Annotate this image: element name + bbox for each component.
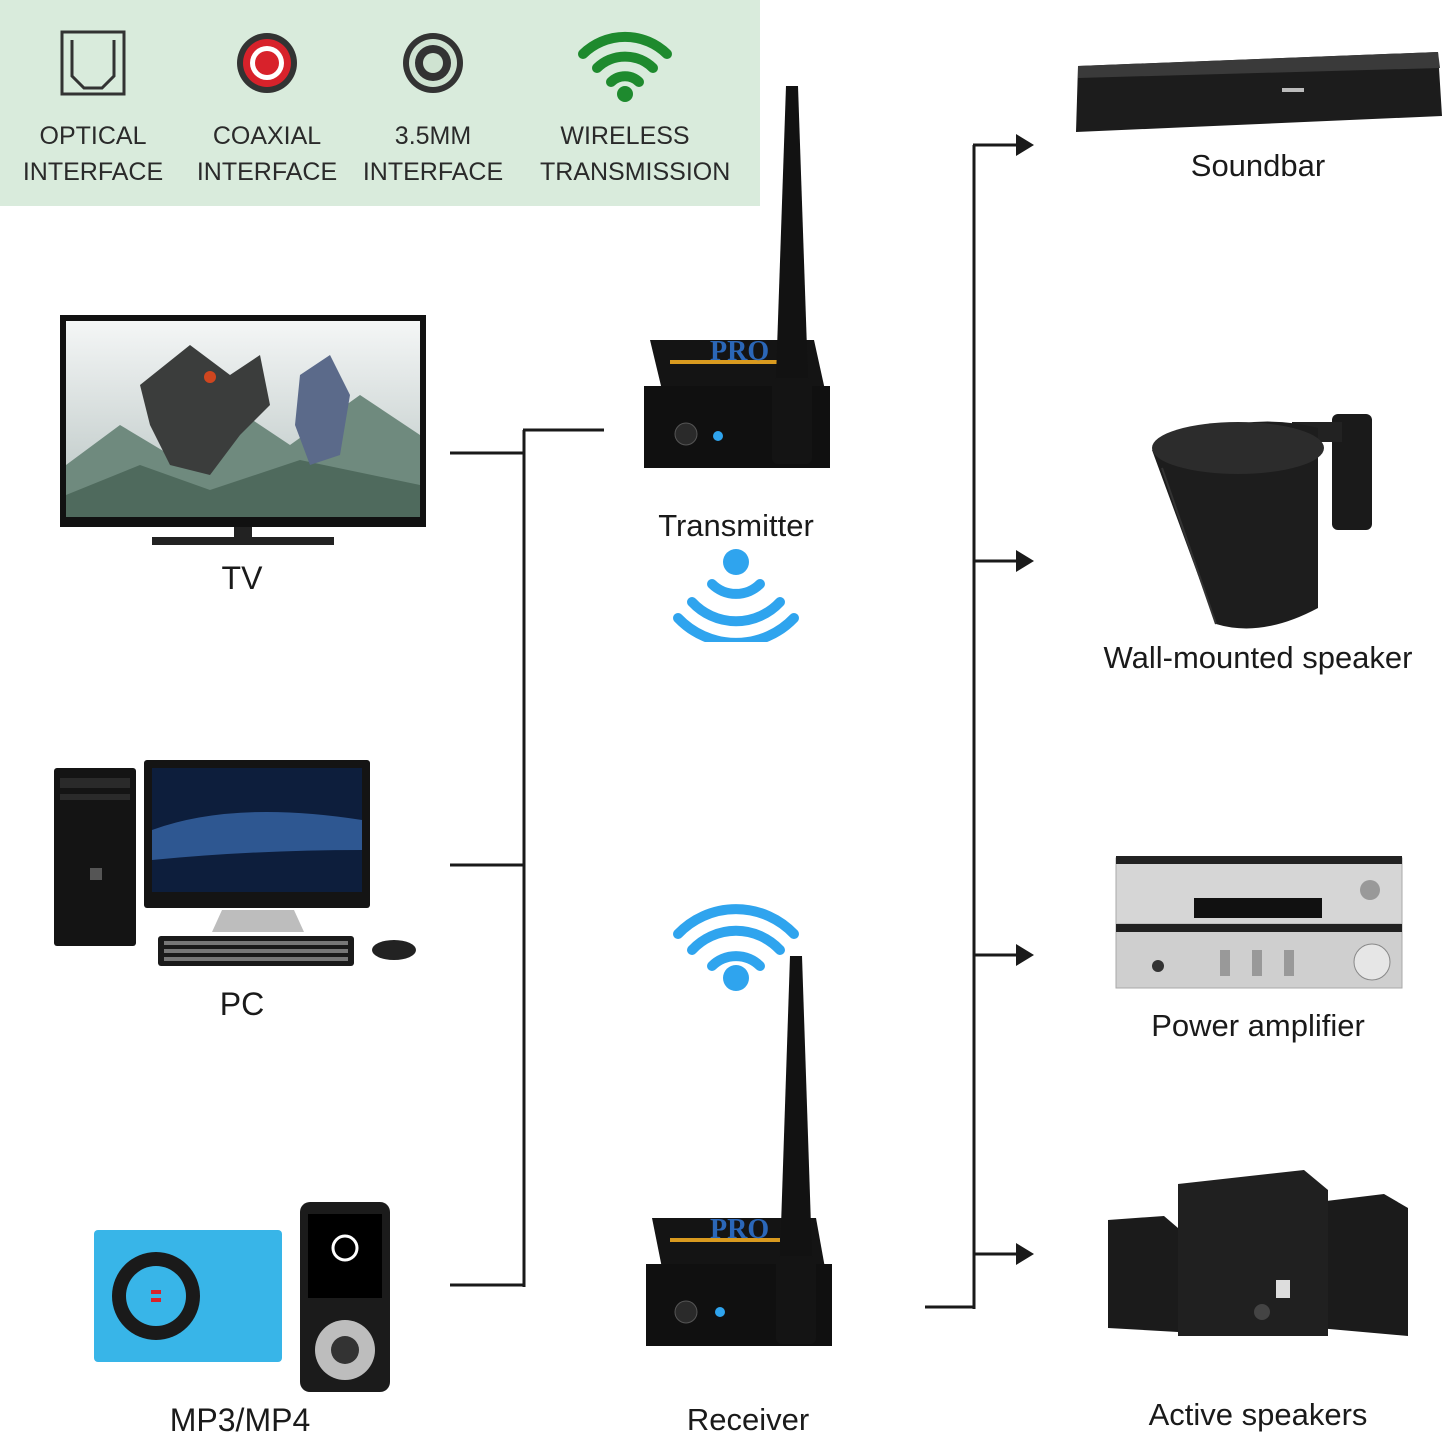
active-speakers-image <box>1108 1170 1408 1336</box>
arrow-active-speakers <box>1016 1243 1034 1265</box>
mp3-player-image <box>94 1202 390 1392</box>
pc-label: PC <box>219 986 265 1022</box>
wifi-icon <box>578 31 672 102</box>
feature-coaxial-line1: COAXIAL <box>212 122 322 150</box>
feature-panel: OPTICAL INTERFACE COAXIAL INTERFACE 3.5MM I… <box>0 0 760 206</box>
signal-out-icon <box>673 549 799 642</box>
receiver-image: PRO <box>646 956 832 1346</box>
tv-label: TV <box>221 560 263 596</box>
coaxial-port-icon <box>237 33 297 93</box>
active-speakers-label: Active speakers <box>1148 1397 1368 1432</box>
feature-optical-line1: OPTICAL <box>39 122 147 150</box>
feature-wireless-line2: TRANSMISSION <box>540 158 731 186</box>
transmitter-label: Transmitter <box>658 508 814 543</box>
receiver-brand: PRO <box>710 1214 769 1245</box>
feature-wireless-line1: WIRELESS <box>560 122 690 150</box>
pc-image <box>54 760 416 966</box>
amplifier-label: Power amplifier <box>1151 1008 1365 1043</box>
transmitter-brand: PRO <box>710 336 769 367</box>
feature-coaxial-line2: INTERFACE <box>196 158 338 186</box>
wall-speaker-image <box>1152 414 1372 629</box>
mp3-label: MP3/MP4 <box>169 1402 311 1438</box>
tv-image <box>60 315 426 545</box>
soundbar-image <box>1076 52 1442 132</box>
optical-port-icon <box>60 30 126 96</box>
amplifier-image <box>1115 856 1403 989</box>
arrow-soundbar <box>1016 134 1034 156</box>
arrow-amplifier <box>1016 944 1034 966</box>
soundbar-label: Soundbar <box>1190 148 1326 183</box>
feature-jack-line2: INTERFACE <box>362 158 504 186</box>
feature-coaxial: COAXIAL INTERFACE <box>182 24 352 199</box>
receiver-label: Receiver <box>686 1402 810 1437</box>
feature-optical: OPTICAL INTERFACE <box>8 24 178 199</box>
feature-wireless: WIRELESS TRANSMISSION <box>540 24 731 199</box>
feature-jack-line1: 3.5MM <box>394 122 472 150</box>
feature-jack: 3.5MM INTERFACE <box>348 24 518 199</box>
audio-jack-icon <box>403 33 463 93</box>
arrow-wall-speaker <box>1016 550 1034 572</box>
signal-in-icon <box>673 904 799 991</box>
transmitter-image: PRO <box>644 86 830 468</box>
feature-optical-line2: INTERFACE <box>22 158 164 186</box>
wall-speaker-label: Wall-mounted speaker <box>1103 640 1413 675</box>
